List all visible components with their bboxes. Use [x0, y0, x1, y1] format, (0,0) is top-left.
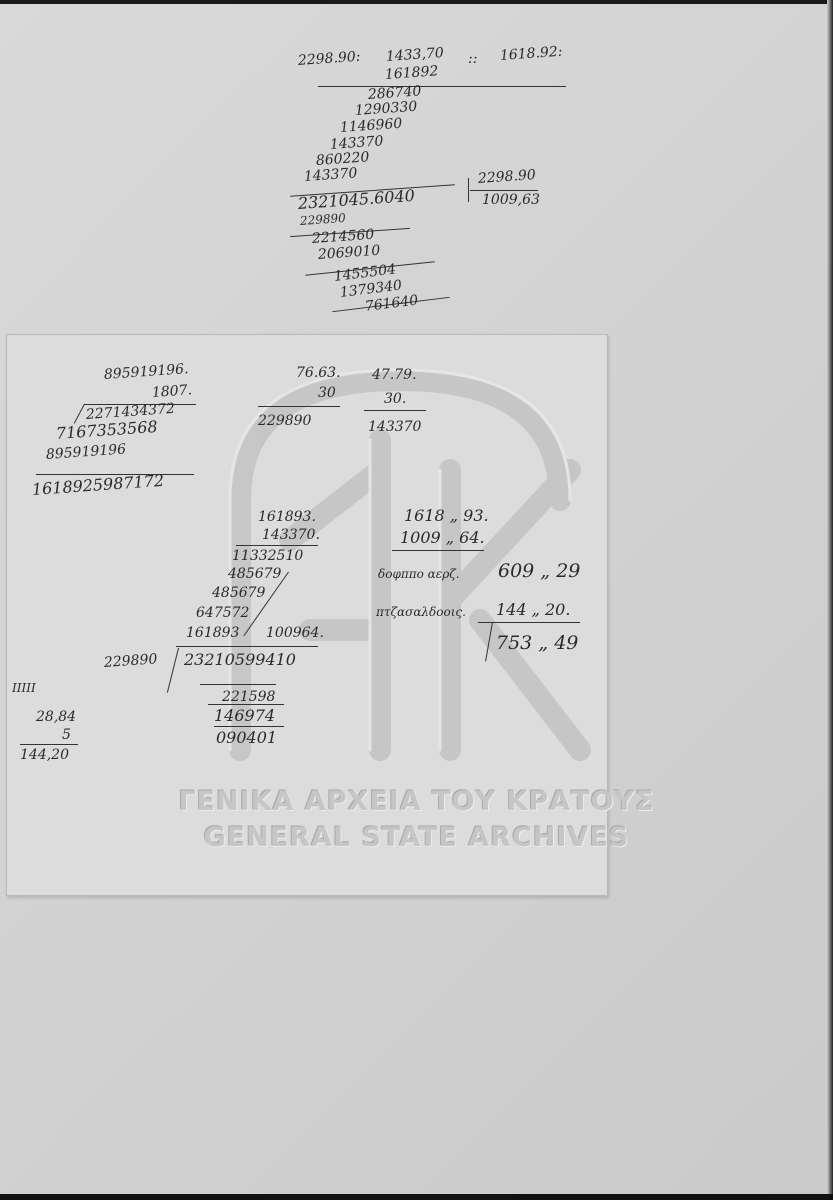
scan-edge-right — [827, 0, 833, 1200]
slip-big-p3: 485679 — [212, 585, 266, 601]
calc-divisor: 2298.90 — [477, 166, 537, 187]
slip-small-r: 144,20 — [20, 747, 69, 763]
slip-small-rule — [20, 744, 78, 745]
slip-big-rule-2 — [176, 646, 318, 647]
calc-step-1: 229890 — [299, 210, 347, 228]
slip-big-p1: 11332510 — [232, 548, 304, 564]
slip-big-b: 143370. — [262, 527, 320, 543]
slip-sum-d: 144 „ 20. — [496, 600, 571, 619]
slip-sum-rule-2 — [478, 622, 580, 623]
archive-seal-icon — [228, 368, 591, 761]
watermark-line-greek: ΓΕΝΙΚΑ ΑΡΧΕΙΑ ΤΟΥ ΚΡΑΤΟΥΣ — [178, 786, 655, 817]
slip-div-s1: 221598 — [222, 689, 276, 705]
calc-division-bar — [468, 178, 469, 202]
slip-label-2: πτζασαλδοοις. — [376, 605, 466, 619]
slip-big-rule-1 — [236, 545, 318, 546]
slip-big-a: 161893. — [258, 509, 316, 525]
slip-mult-b: 1807. — [151, 382, 193, 401]
slip-sum-b: 1009 „ 64. — [400, 528, 485, 547]
slip-mid2-a: 47.79. — [372, 367, 417, 383]
slip-mid-a: 76.63. — [296, 365, 341, 381]
slip-rule-2 — [36, 474, 194, 475]
slip-sum-c: 609 „ 29 — [498, 560, 581, 582]
calc-product: 2321045.6040 — [297, 185, 416, 213]
slip-div-rule-3 — [214, 726, 284, 727]
slip-sum-a: 1618 „ 93. — [404, 506, 489, 525]
calc-header-d: 1618.92: — [499, 43, 564, 64]
slip-mid2-r: 143370 — [368, 419, 422, 435]
slip-sum-rule-1 — [392, 550, 484, 551]
slip-tally: IIIII — [12, 681, 36, 695]
slip-rule-1 — [84, 404, 196, 405]
slip-div-divisor: 229890 — [103, 651, 158, 671]
slip-small-a: 28,84 — [36, 709, 77, 725]
slip-small-b: 5 — [62, 727, 71, 743]
calc-header-c: :: — [468, 51, 478, 67]
slip-big-p4: 647572 — [196, 605, 250, 621]
slip-big-q: 100964. — [266, 625, 324, 641]
calc-rule-3 — [470, 190, 538, 191]
watermark-line-english: GENERAL STATE ARCHIVES — [203, 822, 630, 853]
calc-multiplier: 161892 — [384, 63, 439, 83]
calc-quotient: 1009,63 — [482, 192, 540, 208]
calc-rule-1 — [318, 86, 566, 87]
slip-mid2-rule — [364, 410, 426, 411]
calc-header-a: 2298.90: — [297, 48, 362, 69]
slip-div-rule-2 — [208, 704, 284, 705]
slip-mid-b: 30 — [318, 385, 336, 401]
calc-partial-3: 1146960 — [339, 115, 403, 136]
slip-label-1: δοφππο αερζ. — [378, 567, 460, 581]
slip-big-p2: 485679 — [228, 566, 282, 582]
slip-div-rule-1 — [200, 684, 276, 685]
slip-div-s2: 146974 — [214, 706, 276, 725]
calc-partial-2: 1290330 — [354, 98, 418, 119]
calc-step-3: 2069010 — [317, 242, 381, 263]
slip-div-dividend: 23210599410 — [184, 650, 296, 669]
slip-sum-total: 753 „ 49 — [496, 632, 579, 654]
pasted-slip — [6, 334, 608, 896]
slip-mid2-b: 30. — [384, 391, 407, 407]
calc-partial-6: 143370 — [303, 165, 358, 185]
slip-mid-rule — [258, 406, 340, 407]
scan-edge-bottom — [0, 1194, 833, 1200]
scan-edge-top — [0, 0, 833, 4]
slip-big-p5: 161893 — [186, 625, 240, 641]
slip-mid-r: 229890 — [258, 413, 312, 429]
calc-header-b: 1433,70 — [385, 44, 445, 65]
slip-div-s3: 090401 — [216, 728, 278, 747]
